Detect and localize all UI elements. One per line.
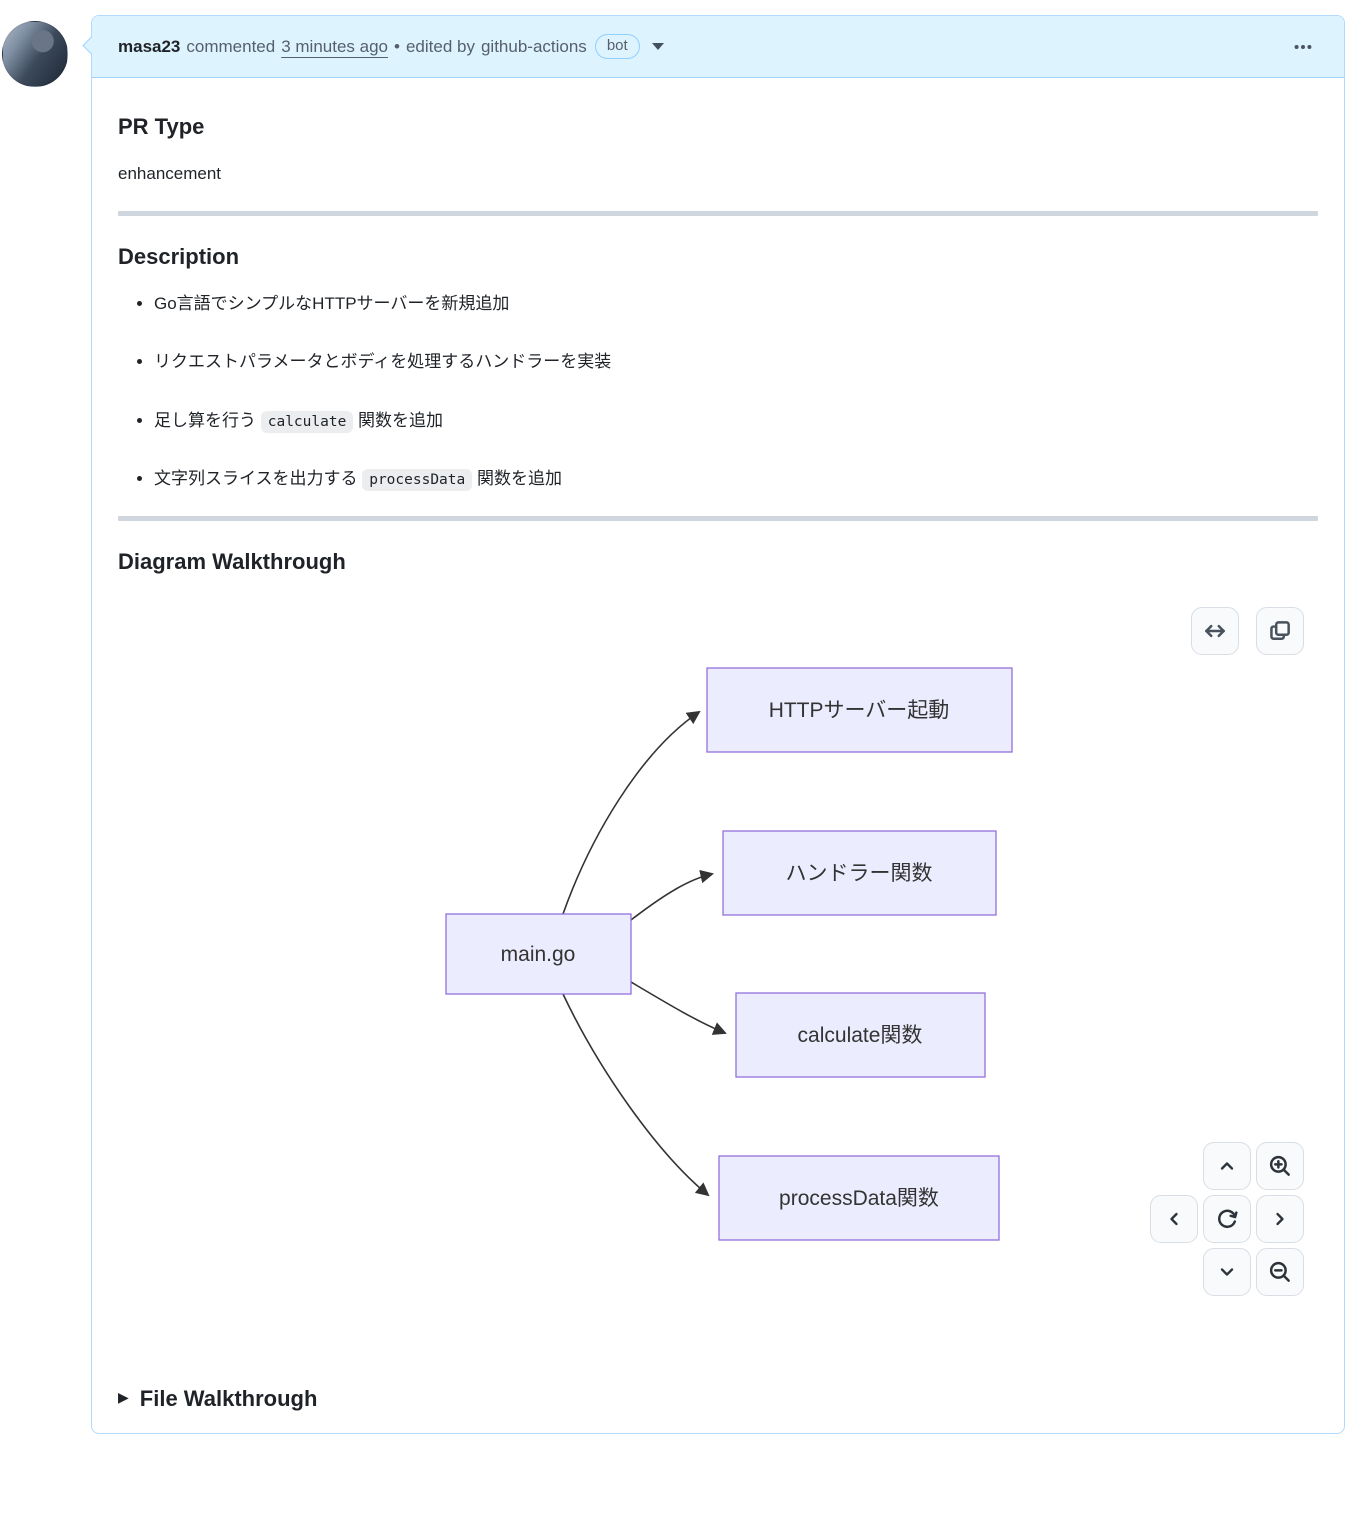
diagram-node-calculate: calculate関数 — [735, 992, 986, 1078]
expand-width-button[interactable] — [1191, 607, 1239, 655]
edited-text: edited by — [405, 36, 475, 56]
list-item-text: 文字列スライスを出力する — [154, 469, 363, 489]
copy-diagram-button[interactable] — [1256, 607, 1304, 655]
diagram-node-handler: ハンドラー関数 — [722, 830, 997, 916]
list-item: 足し算を行う calculate 関数を追加 — [154, 408, 1318, 434]
comment-header: masa23 commented 3 minutes ago • edited … — [82, 16, 1344, 78]
diagram-node-main: main.go — [445, 913, 632, 995]
zoom-in-icon — [1269, 1155, 1290, 1176]
chevron-left-icon — [1170, 1212, 1178, 1226]
flowchart-svg: HTTPサーバー起動 ハンドラー関数 main.go calculate関数 — [445, 667, 1013, 1241]
pr-type-value: enhancement — [118, 164, 222, 183]
divider — [118, 210, 1318, 216]
pan-down-button[interactable] — [1203, 1248, 1251, 1296]
node-label: HTTPサーバー起動 — [769, 699, 950, 722]
pr-type-heading: PR Type — [118, 114, 205, 139]
diagram-toolbar — [1191, 607, 1304, 655]
bot-badge: bot — [594, 34, 640, 59]
comment-body: PR Type enhancement Description Go言語でシンプ… — [92, 78, 1344, 1433]
inline-code: processData — [362, 469, 473, 492]
file-walkthrough-heading: File Walkthrough — [139, 1386, 318, 1411]
avatar[interactable] — [2, 21, 68, 87]
list-item-text: 関数を追加 — [472, 469, 562, 489]
list-item-text: Go言語でシンプルなHTTPサーバーを新規追加 — [154, 293, 510, 313]
details-triangle-icon: ▶ — [118, 1389, 129, 1405]
chevron-right-icon — [1276, 1212, 1284, 1226]
list-item: リクエストパラメータとボディを処理するハンドラーを実装 — [154, 349, 1318, 375]
diagram-node-http: HTTPサーバー起動 — [706, 667, 1013, 753]
file-walkthrough-details: ▶ File Walkthrough — [118, 1382, 1318, 1415]
diagram-pan-controls — [1150, 1142, 1304, 1296]
chevron-down-icon — [1220, 1268, 1234, 1276]
edge-main-to-handler — [630, 869, 714, 921]
kebab-icon — [1294, 44, 1312, 49]
diagram-node-process: processData関数 — [718, 1155, 1000, 1241]
pan-up-button[interactable] — [1203, 1142, 1251, 1190]
list-item-text: リクエストパラメータとボディを処理するハンドラーを実装 — [154, 352, 612, 371]
author-link[interactable]: masa23 — [118, 36, 181, 56]
list-item: 文字列スライスを出力する processData 関数を追加 — [154, 466, 1318, 492]
list-item-text: 関数を追加 — [353, 410, 444, 430]
zoom-out-icon — [1269, 1261, 1290, 1282]
copy-icon — [1270, 621, 1290, 640]
speech-caret — [82, 36, 101, 55]
description-heading: Description — [118, 243, 240, 269]
timestamp-link[interactable]: 3 minutes ago — [281, 36, 389, 56]
edited-author-link[interactable]: github-actions — [480, 36, 587, 56]
list-item-text: 足し算を行う — [154, 410, 261, 430]
reset-icon — [1218, 1209, 1238, 1228]
edge-main-to-http — [562, 710, 701, 915]
dot-separator: • — [394, 36, 400, 56]
file-walkthrough-summary[interactable]: ▶ File Walkthrough — [118, 1382, 1318, 1415]
comment-card: masa23 commented 3 minutes ago • edited … — [82, 15, 1345, 1434]
description-list: Go言語でシンプルなHTTPサーバーを新規追加 リクエストパラメータとボディを処… — [118, 291, 1318, 493]
horizontal-expand-icon — [1205, 624, 1225, 638]
edit-history-caret-icon[interactable] — [651, 43, 664, 50]
divider — [118, 516, 1318, 521]
inline-code: calculate — [260, 410, 354, 433]
pan-right-button[interactable] — [1256, 1195, 1304, 1243]
chevron-up-icon — [1220, 1162, 1234, 1170]
node-label: calculate関数 — [798, 1024, 923, 1047]
node-label: ハンドラー関数 — [786, 862, 933, 885]
pan-left-button[interactable] — [1150, 1195, 1198, 1243]
diagram-heading: Diagram Walkthrough — [118, 549, 346, 574]
zoom-in-button[interactable] — [1256, 1142, 1304, 1190]
reset-view-button[interactable] — [1203, 1195, 1251, 1243]
zoom-out-button[interactable] — [1256, 1248, 1304, 1296]
action-text: commented — [186, 36, 276, 56]
edge-main-to-process — [562, 993, 710, 1197]
mermaid-diagram: HTTPサーバー起動 ハンドラー関数 main.go calculate関数 — [118, 596, 1318, 1348]
node-label: main.go — [501, 943, 576, 966]
node-label: processData関数 — [779, 1187, 939, 1210]
kebab-menu-button[interactable] — [1288, 32, 1318, 62]
edge-main-to-calculate — [630, 981, 727, 1035]
list-item: Go言語でシンプルなHTTPサーバーを新規追加 — [154, 291, 1318, 317]
